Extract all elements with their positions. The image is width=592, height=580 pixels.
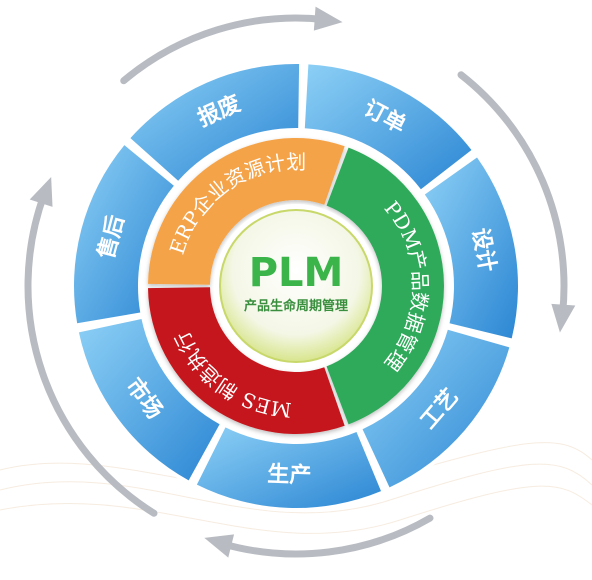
inner-segment-2: [148, 287, 345, 435]
center-title: PLM: [249, 250, 344, 296]
cycle-arrows: [24, 6, 576, 558]
outer-segment-6: [130, 64, 300, 181]
arrow-left-head: [29, 176, 53, 207]
arrow-top: [120, 14, 328, 85]
arrow-left: [24, 190, 158, 517]
arrow-right-head: [551, 303, 576, 333]
center-disc: [219, 209, 373, 363]
outer-segment-0: [304, 64, 472, 190]
inner-segment-1: [326, 147, 444, 425]
arrow-right: [457, 71, 568, 318]
outer-segment-5: [73, 145, 174, 324]
outer-ring: [73, 64, 519, 508]
arrow-bottom: [218, 514, 434, 558]
outer-segment-1: [424, 157, 519, 339]
inner-segment-0: [148, 137, 345, 285]
arrow-bottom-head: [204, 534, 235, 558]
outer-segment-2: [362, 329, 510, 488]
arrow-top-head: [313, 6, 343, 31]
outer-segment-3: [196, 427, 382, 508]
outer-segment-label-3: 生产: [267, 462, 312, 489]
outer-segment-4: [78, 319, 220, 481]
center-subtitle: 产品生命周期管理: [244, 298, 348, 314]
inner-ring: [148, 137, 444, 435]
